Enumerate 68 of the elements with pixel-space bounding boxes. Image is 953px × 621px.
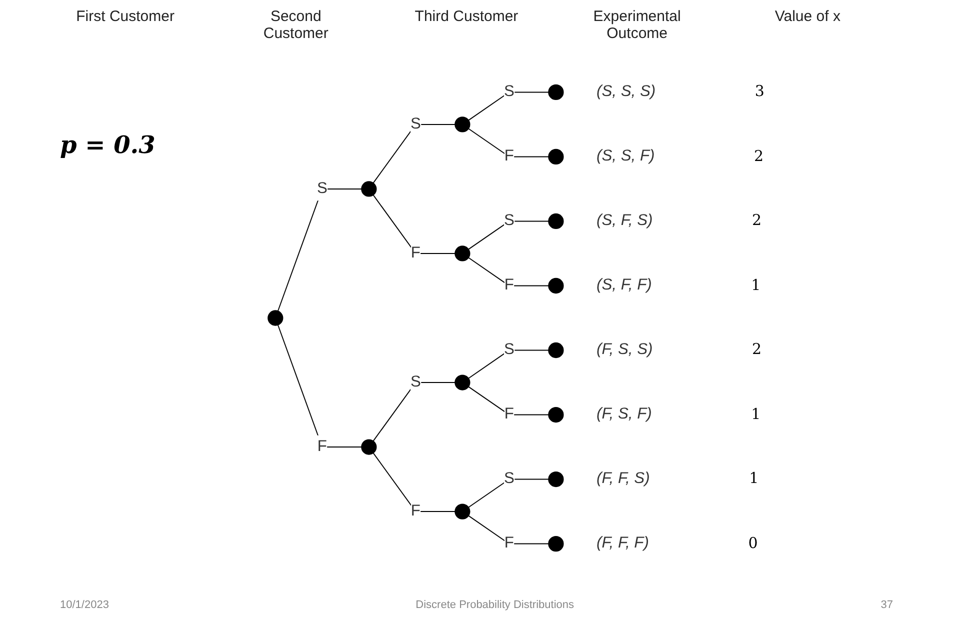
node-circle bbox=[548, 536, 564, 552]
node-circle bbox=[548, 148, 564, 165]
node-circle bbox=[268, 310, 284, 326]
node-circle bbox=[548, 471, 564, 488]
page-number: 37 bbox=[880, 599, 893, 611]
connector bbox=[372, 124, 456, 184]
connector bbox=[468, 350, 550, 379]
edge-label: F bbox=[317, 438, 327, 455]
node-circle bbox=[548, 342, 564, 358]
probability-label: p = 0.3 bbox=[60, 130, 156, 159]
edge-label: S bbox=[504, 341, 514, 358]
connector bbox=[468, 220, 550, 250]
value-text: 1 bbox=[749, 469, 759, 488]
connector bbox=[468, 128, 550, 158]
connector bbox=[468, 515, 550, 544]
node-circle bbox=[548, 213, 564, 230]
edge-label: F bbox=[410, 244, 420, 262]
edge-label: S bbox=[504, 83, 514, 100]
edge-label: S bbox=[504, 212, 514, 230]
node-circle bbox=[548, 406, 564, 423]
value-text: 1 bbox=[751, 404, 761, 423]
node-label: (S, F, F) bbox=[596, 276, 652, 294]
node-label: (F, S, S) bbox=[596, 341, 653, 358]
edge-label: F bbox=[410, 502, 420, 520]
footer-text: Discrete Probability Distributions bbox=[416, 599, 574, 611]
edge-label: F bbox=[504, 406, 514, 423]
node-circle bbox=[361, 181, 377, 197]
value-text: 0 bbox=[748, 534, 758, 552]
node-circle bbox=[454, 116, 470, 132]
column-header: Experimental Outcome bbox=[592, 8, 682, 44]
connector bbox=[372, 194, 456, 254]
column-header: Value of x bbox=[774, 8, 842, 27]
node-circle bbox=[361, 439, 377, 455]
column-header: Second Customer bbox=[262, 8, 330, 44]
node-circle bbox=[548, 84, 564, 100]
edge-label: S bbox=[504, 470, 514, 488]
edge-label: S bbox=[316, 180, 328, 197]
connector bbox=[468, 478, 550, 508]
edge-label: F bbox=[504, 148, 514, 165]
node-label: (S, S, F) bbox=[596, 148, 655, 165]
node-label: (F, S, F) bbox=[596, 406, 652, 423]
value-text: 2 bbox=[752, 211, 762, 230]
node-label: (S, F, S) bbox=[596, 212, 653, 230]
edge-label: S bbox=[410, 116, 421, 132]
node-circle bbox=[454, 374, 470, 390]
connector bbox=[277, 188, 362, 312]
node-circle bbox=[454, 504, 470, 520]
column-header: Third Customer bbox=[414, 8, 520, 27]
date-text: 10/1/2023 bbox=[60, 599, 109, 611]
connector bbox=[277, 324, 362, 448]
node-label: (F, F, F) bbox=[596, 534, 649, 552]
value-text: 1 bbox=[751, 276, 761, 294]
connector bbox=[372, 382, 456, 442]
value-text: 3 bbox=[754, 82, 764, 100]
edge-label: F bbox=[504, 534, 514, 552]
node-circle bbox=[454, 246, 470, 262]
node-label: (F, F, S) bbox=[596, 470, 650, 488]
node-circle bbox=[548, 278, 564, 294]
value-text: 2 bbox=[754, 146, 764, 165]
node-label: (S, S, S) bbox=[596, 83, 656, 100]
edge-label: S bbox=[410, 374, 421, 390]
connector bbox=[468, 386, 550, 416]
column-header: First Customer bbox=[75, 8, 176, 27]
connector bbox=[372, 452, 456, 512]
connector bbox=[468, 257, 550, 286]
edge-label: F bbox=[504, 276, 514, 294]
value-text: 2 bbox=[752, 340, 762, 358]
connector bbox=[468, 92, 550, 121]
